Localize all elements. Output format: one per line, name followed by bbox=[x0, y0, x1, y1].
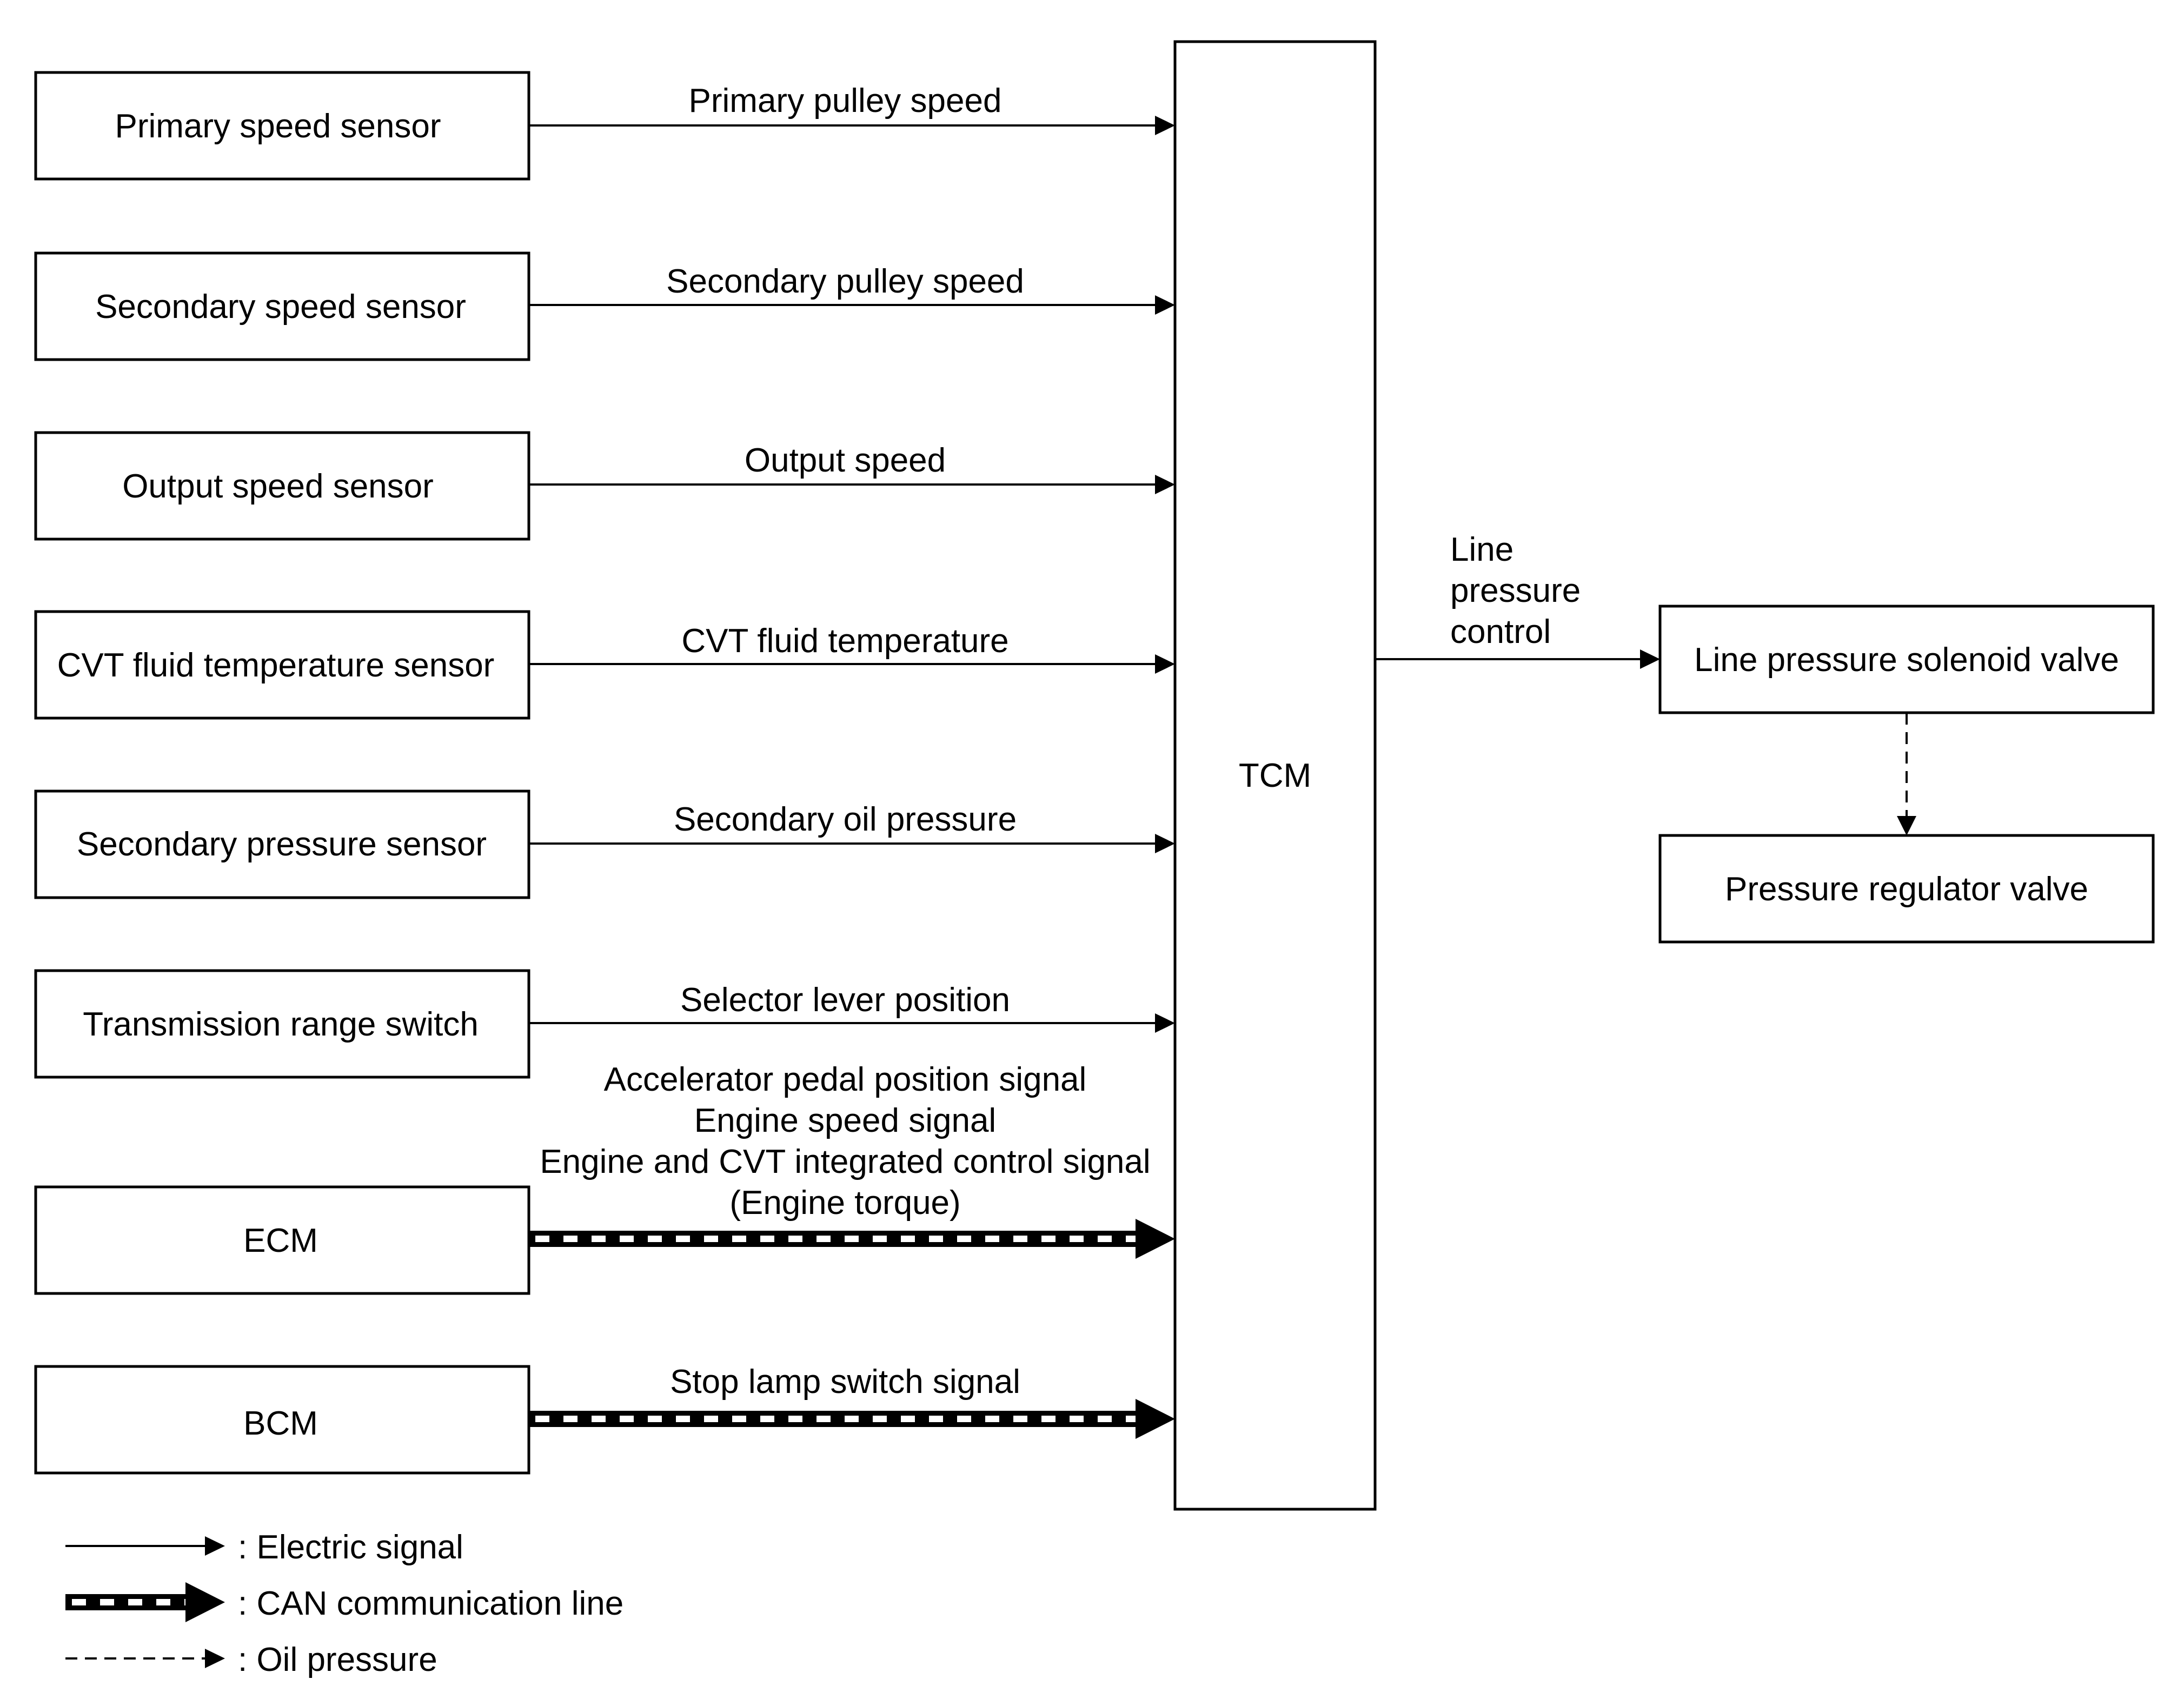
legend-can-arrowhead bbox=[185, 1582, 225, 1622]
secondary-oil-pressure-arrowhead bbox=[1155, 834, 1175, 853]
primary-pulley-speed-label: Primary pulley speed bbox=[689, 82, 1002, 120]
bcm-box bbox=[34, 1365, 530, 1475]
ecm-signal-label-4: (Engine torque) bbox=[729, 1184, 960, 1222]
signal-secondary-pulley-speed: Secondary pulley speed bbox=[529, 263, 1175, 315]
transmission-range-switch-label: Transmission range switch bbox=[83, 1006, 479, 1043]
legend-oil-arrowhead bbox=[205, 1649, 225, 1668]
signal-secondary-oil-pressure: Secondary oil pressure bbox=[529, 801, 1175, 853]
signal-selector-lever-position: Selector lever position bbox=[529, 981, 1175, 1033]
primary-speed-sensor-label: Primary speed sensor bbox=[115, 108, 441, 145]
cvt-fluid-temperature-sensor-box bbox=[34, 610, 530, 720]
legend-electric-signal: : Electric signal bbox=[65, 1529, 463, 1566]
tcm-label: TCM bbox=[1239, 757, 1311, 794]
cvt-fluid-temperature-arrowhead bbox=[1155, 654, 1175, 674]
line-pressure-solenoid-valve-box bbox=[1658, 605, 2155, 714]
input-secondary-pressure-sensor: Secondary pressure sensor bbox=[34, 789, 530, 899]
line-pressure-control-label-3: control bbox=[1450, 613, 1551, 651]
ecm-label: ECM bbox=[243, 1222, 318, 1259]
pressure-regulator-valve-box bbox=[1658, 834, 2155, 944]
input-cvt-fluid-temperature-sensor: CVT fluid temperature sensor bbox=[34, 610, 530, 720]
line-pressure-control-label-1: Line bbox=[1450, 531, 1513, 568]
input-bcm: BCM bbox=[34, 1365, 530, 1475]
input-transmission-range-switch: Transmission range switch bbox=[34, 969, 530, 1079]
output-speed-sensor-box bbox=[34, 431, 530, 541]
secondary-speed-sensor-label: Secondary speed sensor bbox=[95, 288, 466, 326]
legend-can-label: : CAN communication line bbox=[238, 1585, 623, 1622]
primary-speed-sensor-box bbox=[34, 71, 530, 181]
input-output-speed-sensor: Output speed sensor bbox=[34, 431, 530, 541]
legend-oil-label: : Oil pressure bbox=[238, 1641, 437, 1678]
ecm-signal-label-3: Engine and CVT integrated control signal bbox=[540, 1143, 1150, 1180]
ecm-can-arrowhead bbox=[1136, 1219, 1175, 1259]
oil-pressure-arrowhead bbox=[1897, 816, 1916, 835]
selector-lever-position-arrowhead bbox=[1155, 1013, 1175, 1033]
output-pressure-regulator-valve: Pressure regulator valve bbox=[1658, 834, 2155, 944]
signal-oil-pressure bbox=[1897, 713, 1916, 835]
output-speed-sensor-label: Output speed sensor bbox=[122, 468, 434, 505]
primary-pulley-speed-arrowhead bbox=[1155, 116, 1175, 135]
tcm-box bbox=[1173, 40, 1377, 1511]
secondary-pulley-speed-arrowhead bbox=[1155, 295, 1175, 315]
legend-can-communication: : CAN communication line bbox=[65, 1582, 623, 1622]
line-pressure-solenoid-valve-label: Line pressure solenoid valve bbox=[1694, 641, 2119, 679]
signal-line-pressure-control: Line pressure control bbox=[1375, 531, 1660, 669]
line-pressure-control-arrowhead bbox=[1640, 649, 1660, 669]
cvt-fluid-temperature-sensor-label: CVT fluid temperature sensor bbox=[57, 647, 495, 684]
signal-cvt-fluid-temperature: CVT fluid temperature bbox=[529, 622, 1175, 674]
transmission-range-switch-box bbox=[34, 969, 530, 1079]
cvt-fluid-temperature-label: CVT fluid temperature bbox=[681, 622, 1008, 660]
input-primary-speed-sensor: Primary speed sensor bbox=[34, 71, 530, 181]
signal-ecm-can: Accelerator pedal position signal Engine… bbox=[529, 1061, 1175, 1259]
input-ecm: ECM bbox=[34, 1185, 530, 1295]
legend-oil-pressure: : Oil pressure bbox=[65, 1641, 437, 1678]
secondary-oil-pressure-label: Secondary oil pressure bbox=[674, 801, 1017, 838]
signal-output-speed: Output speed bbox=[529, 442, 1175, 494]
input-secondary-speed-sensor: Secondary speed sensor bbox=[34, 251, 530, 361]
line-pressure-control-label-2: pressure bbox=[1450, 572, 1581, 609]
selector-lever-position-label: Selector lever position bbox=[680, 981, 1010, 1019]
secondary-speed-sensor-box bbox=[34, 251, 530, 361]
tcm-block: TCM bbox=[1173, 40, 1377, 1511]
stop-lamp-switch-signal-label: Stop lamp switch signal bbox=[670, 1363, 1020, 1401]
output-line-pressure-solenoid-valve: Line pressure solenoid valve bbox=[1658, 605, 2155, 714]
signal-bcm-can: Stop lamp switch signal bbox=[529, 1363, 1175, 1439]
ecm-signal-label-2: Engine speed signal bbox=[694, 1102, 996, 1139]
bcm-label: BCM bbox=[243, 1405, 318, 1442]
pressure-regulator-valve-label: Pressure regulator valve bbox=[1725, 871, 2088, 908]
legend-electric-label: : Electric signal bbox=[238, 1529, 463, 1566]
legend: : Electric signal : CAN communication li… bbox=[65, 1529, 623, 1678]
legend-electric-arrowhead bbox=[205, 1536, 225, 1556]
secondary-pressure-sensor-box bbox=[34, 789, 530, 899]
output-speed-arrowhead bbox=[1155, 475, 1175, 494]
secondary-pressure-sensor-label: Secondary pressure sensor bbox=[77, 826, 487, 863]
secondary-pulley-speed-label: Secondary pulley speed bbox=[666, 263, 1024, 300]
output-speed-label: Output speed bbox=[745, 442, 946, 479]
bcm-can-arrowhead bbox=[1136, 1399, 1175, 1439]
ecm-box bbox=[34, 1185, 530, 1295]
signal-primary-pulley-speed: Primary pulley speed bbox=[529, 82, 1175, 135]
ecm-signal-label-1: Accelerator pedal position signal bbox=[604, 1061, 1087, 1098]
